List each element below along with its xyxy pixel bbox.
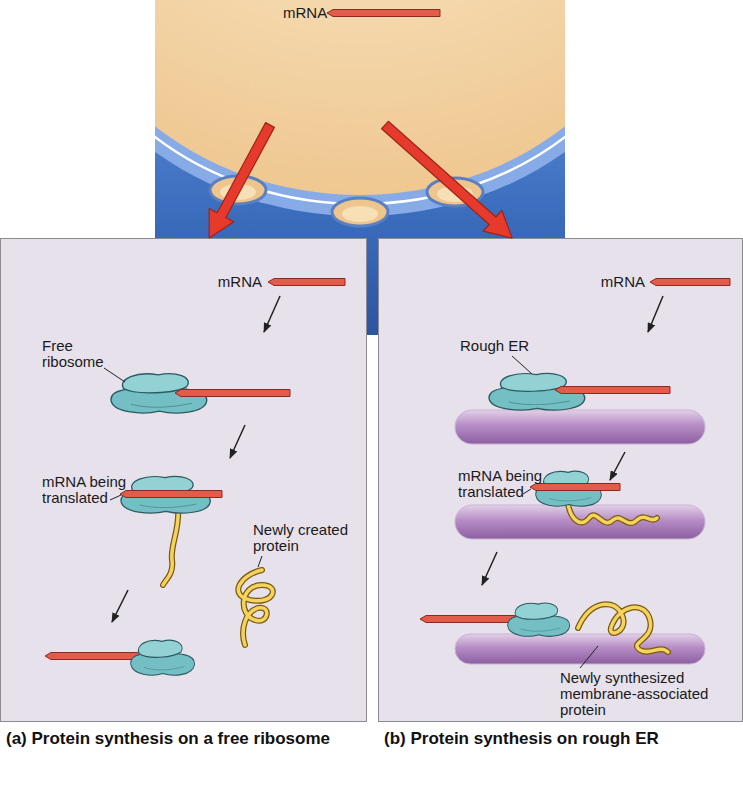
step-arrow bbox=[112, 590, 128, 622]
nuclear-envelope-line bbox=[52, 0, 668, 204]
leader-line bbox=[258, 556, 262, 567]
er-membrane bbox=[455, 410, 705, 444]
arrow-shape bbox=[209, 123, 274, 238]
polypeptide-outline bbox=[568, 504, 657, 523]
product-label: Newly created protein bbox=[253, 522, 363, 554]
protein-outline bbox=[238, 570, 272, 645]
mrna-strand bbox=[650, 279, 730, 286]
mrna-strand bbox=[420, 616, 515, 623]
step-arrow bbox=[264, 296, 280, 332]
polypeptide-outline bbox=[163, 508, 178, 585]
mrna-strand bbox=[45, 653, 140, 660]
mrna-strand bbox=[268, 279, 345, 286]
nucleus-label: mRNA bbox=[283, 4, 363, 22]
leader-line bbox=[523, 489, 531, 494]
mrna-strand bbox=[175, 390, 290, 397]
product-label: Newly synthesized membrane-associated pr… bbox=[560, 670, 725, 718]
molecule-label: mRNA bbox=[200, 274, 262, 290]
mrna-strand bbox=[120, 491, 222, 498]
mrna-strand bbox=[555, 387, 670, 394]
process-label: mRNA being translated bbox=[458, 468, 548, 500]
panel-caption: (a) Protein synthesis on a free ribosome bbox=[6, 729, 358, 748]
panel-caption: (b) Protein synthesis on rough ER bbox=[384, 729, 743, 748]
protein-outline bbox=[578, 604, 668, 652]
step-arrow bbox=[648, 296, 663, 332]
step-arrow bbox=[482, 552, 497, 585]
arrow-shape bbox=[382, 121, 512, 238]
leader-line bbox=[580, 646, 598, 668]
process-label: mRNA being translated bbox=[42, 474, 142, 506]
leader-line bbox=[110, 495, 121, 500]
nucleus-region: mRNA bbox=[240, 0, 480, 125]
transport-arrow bbox=[209, 123, 274, 238]
step-arrow bbox=[610, 452, 625, 480]
er-membrane bbox=[455, 505, 705, 539]
mrna-strand bbox=[327, 10, 440, 17]
structure-label: Free ribosome bbox=[42, 338, 122, 370]
released-ribosome bbox=[131, 640, 195, 675]
folded-protein bbox=[238, 570, 272, 645]
nuclear-pore-inner bbox=[342, 206, 378, 222]
nucleus-interior bbox=[60, 0, 660, 195]
leader-line bbox=[512, 356, 532, 374]
step-arrow bbox=[230, 425, 245, 458]
transport-arrow bbox=[382, 121, 512, 238]
molecule-label: mRNA bbox=[583, 274, 645, 290]
structure-label: Rough ER bbox=[460, 338, 550, 354]
polypeptide-chain bbox=[163, 508, 178, 585]
released-ribosome bbox=[508, 603, 570, 636]
nuclear-pore bbox=[332, 198, 388, 226]
nuclear-envelope-band bbox=[40, 0, 680, 216]
polypeptide-chain bbox=[568, 504, 657, 523]
membrane-protein bbox=[578, 604, 668, 652]
leader-line bbox=[104, 368, 125, 382]
mrna-strand bbox=[530, 484, 620, 491]
